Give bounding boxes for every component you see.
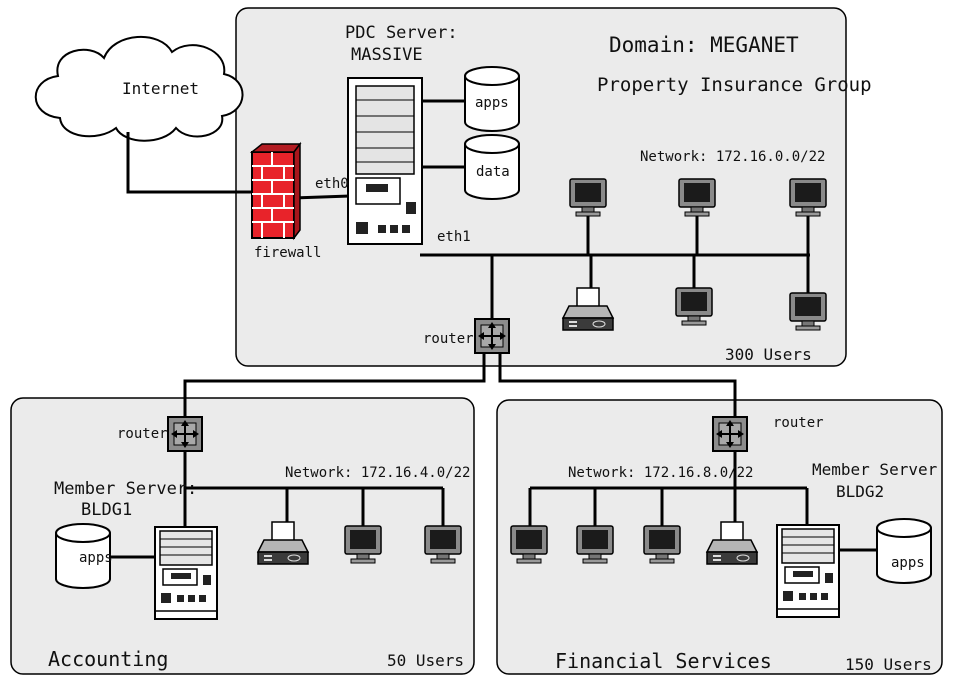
accounting-apps-disk-label: apps	[79, 550, 113, 566]
eth0-label: eth0	[315, 176, 349, 192]
financial-name: Financial Services	[555, 649, 772, 673]
internet-cloud	[34, 36, 244, 142]
financial-apps-disk-label: apps	[891, 555, 925, 571]
eth1-label: eth1	[437, 229, 471, 245]
financial-server-label-line1: Member Server	[812, 460, 938, 479]
pdc-label-line1: PDC Server:	[345, 23, 458, 43]
domain-subtitle: Property Insurance Group	[597, 74, 872, 96]
financial-router-label: router	[773, 415, 824, 431]
pdc-label-line2: MASSIVE	[351, 45, 423, 65]
accounting-panel	[10, 397, 475, 675]
connections	[108, 99, 877, 559]
financial-apps-disk-icon	[876, 518, 932, 584]
pdc-data-disk-label: data	[476, 164, 510, 180]
accounting-server-label-line2: BLDG1	[81, 500, 132, 520]
accounting-server-label-line1: Member Server:	[54, 479, 197, 499]
accounting-network-label: Network: 172.16.4.0/22	[285, 465, 470, 481]
pdc-server-icon	[347, 77, 423, 245]
firewall-label: firewall	[254, 245, 321, 261]
financial-network-label: Network: 172.16.8.0/22	[568, 465, 753, 481]
domain-title: Domain: MEGANET	[609, 33, 799, 57]
financial-users-label: 150 Users	[845, 655, 932, 674]
accounting-member-server-icon	[154, 526, 218, 620]
financial-member-server-icon	[776, 524, 840, 618]
financial-router-icon	[712, 416, 748, 452]
accounting-name: Accounting	[48, 647, 168, 671]
main-router-icon	[474, 318, 510, 354]
accounting-router-icon	[167, 416, 203, 452]
pdc-apps-disk-label: apps	[475, 95, 509, 111]
firewall-icon	[249, 141, 302, 241]
accounting-users-label: 50 Users	[387, 651, 464, 670]
internet-label: Internet	[122, 79, 199, 98]
financial-server-label-line2: BLDG2	[836, 482, 884, 501]
main-router-label: router	[423, 331, 474, 347]
main-users-label: 300 Users	[725, 345, 812, 364]
accounting-router-label: router	[117, 426, 168, 442]
main-network-label: Network: 172.16.0.0/22	[640, 149, 825, 165]
